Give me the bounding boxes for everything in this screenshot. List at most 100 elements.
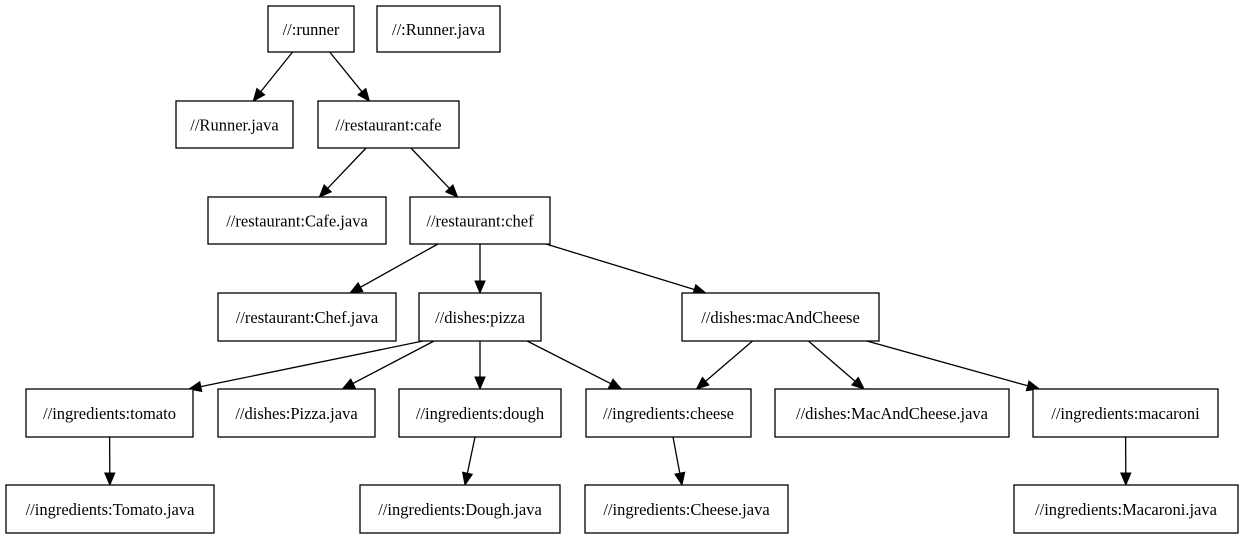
node-cafe-java: //restaurant:Cafe.java bbox=[207, 196, 387, 245]
edge-pizza-to-dough bbox=[474, 341, 486, 391]
node-dough: //ingredients:dough bbox=[398, 388, 562, 438]
node-chef: //restaurant:chef bbox=[409, 196, 551, 245]
edge-chef-to-chef-java bbox=[348, 243, 439, 294]
node-box bbox=[398, 388, 562, 438]
node-label: //ingredients:Macaroni.java bbox=[1035, 500, 1218, 519]
node-box bbox=[584, 484, 789, 534]
node-cheese: //ingredients:cheese bbox=[585, 388, 752, 438]
edge-line bbox=[545, 243, 695, 291]
node-cafe: //restaurant:cafe bbox=[317, 100, 460, 149]
node-macaroni-java: //ingredients:Macaroni.java bbox=[1013, 484, 1239, 534]
edge-line bbox=[260, 51, 294, 93]
arrowhead bbox=[461, 471, 474, 487]
node-box bbox=[175, 100, 294, 149]
edge-chef-to-pizza bbox=[474, 244, 486, 295]
edge-line bbox=[526, 340, 611, 385]
node-label: //restaurant:chef bbox=[426, 212, 534, 231]
edge-mac-to-macaroni bbox=[866, 340, 1041, 392]
node-mac: //dishes:macAndCheese bbox=[681, 292, 880, 342]
nodes-layer: //:runner //:Runner.java //Runner.java //re… bbox=[5, 5, 1239, 534]
node-box bbox=[585, 388, 752, 438]
node-label: //:Runner.java bbox=[392, 20, 486, 39]
node-label: //ingredients:dough bbox=[416, 404, 545, 423]
edge-tomato-to-tomato-java bbox=[104, 436, 116, 487]
edge-cafe-to-cafe-java bbox=[318, 147, 367, 198]
arrowhead bbox=[318, 184, 333, 198]
node-label: //ingredients:Tomato.java bbox=[26, 500, 196, 519]
edge-runner-to-runner-java bbox=[252, 51, 294, 103]
node-box bbox=[217, 292, 397, 342]
edge-line bbox=[866, 340, 1028, 387]
edge-pizza-to-cheese bbox=[526, 340, 623, 390]
node-tomato-java: //ingredients:Tomato.java bbox=[5, 484, 215, 534]
node-label: //:runner bbox=[283, 20, 340, 39]
node-box bbox=[681, 292, 880, 342]
node-runner-java: //Runner.java bbox=[175, 100, 294, 149]
node-box bbox=[217, 388, 376, 438]
node-tomato: //ingredients:tomato bbox=[25, 388, 194, 438]
edge-line bbox=[705, 340, 753, 382]
edge-chef-to-mac bbox=[545, 243, 708, 295]
node-label: //ingredients:macaroni bbox=[1051, 404, 1200, 423]
edge-mac-to-mac-java bbox=[807, 340, 866, 390]
node-box bbox=[207, 196, 387, 245]
arrowhead bbox=[444, 184, 459, 198]
edge-line bbox=[352, 340, 435, 384]
edge-line bbox=[360, 243, 439, 288]
edge-dough-to-dough-java bbox=[461, 436, 476, 487]
edge-cheese-to-cheese-java bbox=[672, 436, 686, 487]
edge-cafe-to-chef bbox=[410, 147, 459, 198]
node-label: //ingredients:tomato bbox=[43, 404, 176, 423]
node-chef-java: //restaurant:Chef.java bbox=[217, 292, 397, 342]
arrowhead bbox=[850, 376, 866, 390]
arrowhead bbox=[341, 378, 357, 390]
edges-layer bbox=[104, 51, 1132, 487]
node-label: //ingredients:Cheese.java bbox=[603, 500, 770, 519]
node-label: //ingredients:Dough.java bbox=[378, 500, 542, 519]
node-box bbox=[409, 196, 551, 245]
edge-mac-to-cheese bbox=[695, 340, 753, 390]
node-box bbox=[25, 388, 194, 438]
edge-pizza-to-tomato bbox=[187, 340, 424, 393]
arrowhead bbox=[695, 376, 710, 390]
arrowhead bbox=[474, 280, 486, 295]
node-box bbox=[774, 388, 1010, 438]
node-pizza: //dishes:pizza bbox=[418, 292, 542, 342]
arrowhead bbox=[607, 378, 623, 390]
arrowhead bbox=[1120, 472, 1132, 487]
arrowhead bbox=[474, 376, 486, 391]
edge-line bbox=[807, 340, 856, 382]
edge-line bbox=[466, 436, 476, 474]
node-label: //restaurant:Chef.java bbox=[236, 308, 379, 327]
node-box bbox=[359, 484, 561, 534]
node-label: //dishes:MacAndCheese.java bbox=[796, 404, 989, 423]
node-runner-java-top: //:Runner.java bbox=[376, 5, 501, 53]
node-box bbox=[1032, 388, 1219, 438]
arrowhead bbox=[104, 472, 116, 487]
node-box bbox=[1013, 484, 1239, 534]
arrowhead bbox=[674, 471, 686, 487]
node-box bbox=[267, 5, 355, 53]
edge-macaroni-to-macaroni-java bbox=[1120, 436, 1132, 487]
node-label: //dishes:pizza bbox=[435, 308, 525, 327]
node-label: //ingredients:cheese bbox=[603, 404, 734, 423]
edge-line bbox=[672, 436, 681, 474]
node-box bbox=[376, 5, 501, 53]
node-mac-java: //dishes:MacAndCheese.java bbox=[774, 388, 1010, 438]
edge-runner-to-cafe bbox=[329, 51, 371, 103]
node-macaroni: //ingredients:macaroni bbox=[1032, 388, 1219, 438]
edge-line bbox=[329, 51, 363, 93]
arrowhead bbox=[357, 87, 371, 103]
edge-line bbox=[200, 340, 424, 388]
node-label: //Runner.java bbox=[190, 116, 279, 135]
node-box bbox=[5, 484, 215, 534]
node-box bbox=[418, 292, 542, 342]
node-runner: //:runner bbox=[267, 5, 355, 53]
node-label: //dishes:Pizza.java bbox=[235, 404, 358, 423]
node-cheese-java: //ingredients:Cheese.java bbox=[584, 484, 789, 534]
edge-line bbox=[410, 147, 450, 189]
node-box bbox=[317, 100, 460, 149]
node-label: //dishes:macAndCheese bbox=[701, 308, 860, 327]
node-label: //restaurant:Cafe.java bbox=[226, 212, 368, 231]
